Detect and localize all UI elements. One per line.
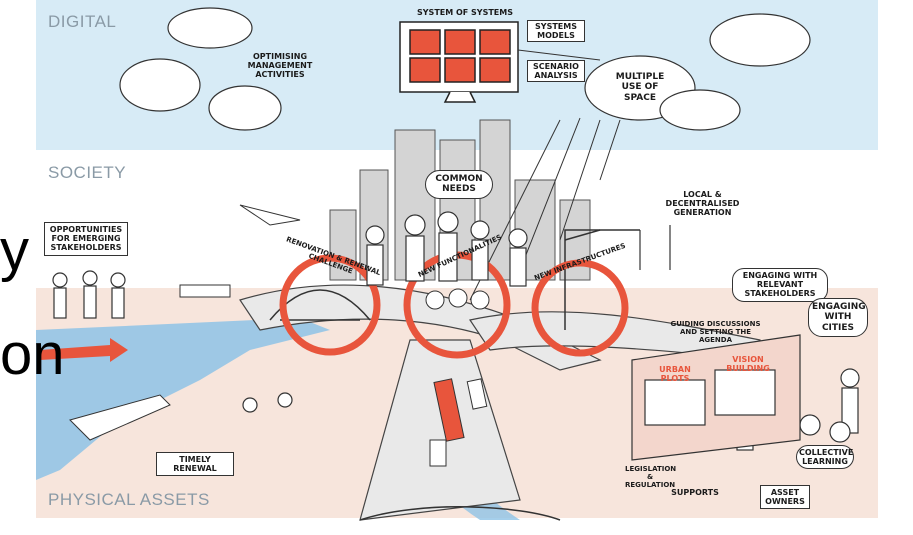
cars [429, 378, 488, 467]
label-optimising: OPTIMISING MANAGEMENT ACTIVITIES [247, 52, 313, 80]
label-engaging-stakeholders: ENGAGING WITH RELEVANT STAKEHOLDERS [732, 268, 828, 302]
label-system-of-systems: SYSTEM OF SYSTEMS [417, 8, 513, 17]
clouds [119, 7, 811, 131]
trees [425, 288, 490, 310]
monitor [399, 21, 519, 103]
wind-turbines [639, 225, 671, 270]
label-opportunities: OPPORTUNITIES FOR EMERGING STAKEHOLDERS [44, 222, 128, 256]
label-urban-plots: URBAN PLOTS [659, 365, 691, 384]
label-supports: SUPPORTS [671, 488, 719, 497]
label-systems-models: SYSTEMS MODELS [527, 20, 585, 43]
slide-fragment-2: on [0, 322, 65, 387]
circle-infrastructures [531, 259, 629, 357]
label-engaging-cities: ENGAGING WITH CITIES [808, 298, 868, 338]
presentation-board [631, 334, 801, 461]
circle-renovation [279, 254, 381, 356]
digital-label: DIGITAL [48, 12, 117, 31]
label-scenario-analysis: SCENARIO ANALYSIS [527, 60, 585, 83]
river [36, 318, 330, 480]
label-collective-learning: COLLECTIVE LEARNING [796, 445, 854, 470]
physical-label: PHYSICAL ASSETS [48, 490, 210, 509]
society-label: SOCIETY [48, 163, 127, 182]
road-base [359, 506, 561, 521]
ships [69, 284, 231, 441]
label-multiple-use: MULTIPLE USE OF SPACE [615, 72, 665, 103]
airplane [239, 204, 301, 226]
label-common-needs: COMMON NEEDS [425, 170, 493, 199]
arrow [40, 338, 128, 362]
label-vision-building: VISION BUILDING [726, 355, 770, 374]
label-local-generation: LOCAL & DECENTRALISED GENERATION [665, 190, 740, 218]
label-guiding: GUIDING DISCUSSIONS AND SETTING THE AGEN… [670, 320, 761, 345]
slide-fragment-1: y [0, 218, 29, 283]
label-asset-owners: ASSET OWNERS [760, 485, 810, 510]
label-timely-renewal: TIMELY RENEWAL [156, 452, 234, 477]
crane [564, 229, 640, 330]
label-legislation: LEGISLATION & REGULATION [625, 465, 677, 490]
